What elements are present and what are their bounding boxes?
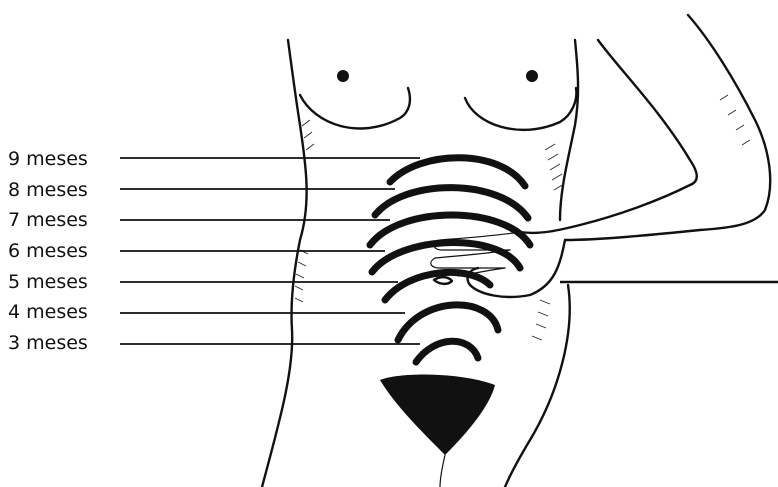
fundal-arc-9-meses: [390, 158, 525, 186]
fundal-arc-5-meses: [385, 272, 490, 300]
label-8-meses: 8 meses: [8, 179, 88, 201]
torso-right-outline: [560, 40, 578, 220]
right-breast-outline: [465, 88, 576, 130]
leader-lines: [120, 158, 420, 344]
torso-left-outline: [262, 40, 307, 487]
month-labels: 9 meses 8 meses 7 meses 6 meses 5 meses …: [8, 148, 88, 354]
label-9-meses: 9 meses: [8, 148, 88, 170]
label-6-meses: 6 meses: [8, 240, 88, 262]
label-4-meses: 4 meses: [8, 301, 88, 323]
left-nipple: [337, 70, 349, 82]
label-7-meses: 7 meses: [8, 209, 88, 231]
label-3-meses: 3 meses: [8, 332, 88, 354]
hip-right-outline: [505, 285, 570, 487]
label-5-meses: 5 meses: [8, 271, 88, 293]
shading: [295, 95, 750, 340]
fundal-arc-3-meses: [416, 341, 478, 362]
pubic-hair: [380, 375, 495, 455]
right-nipple: [526, 70, 538, 82]
fundal-arc-4-meses: [398, 305, 498, 340]
arm-upper-outline: [598, 40, 697, 185]
navel: [434, 277, 452, 284]
left-breast-outline: [300, 88, 410, 128]
pubic-line: [440, 455, 445, 487]
forearm-outline: [520, 185, 690, 233]
